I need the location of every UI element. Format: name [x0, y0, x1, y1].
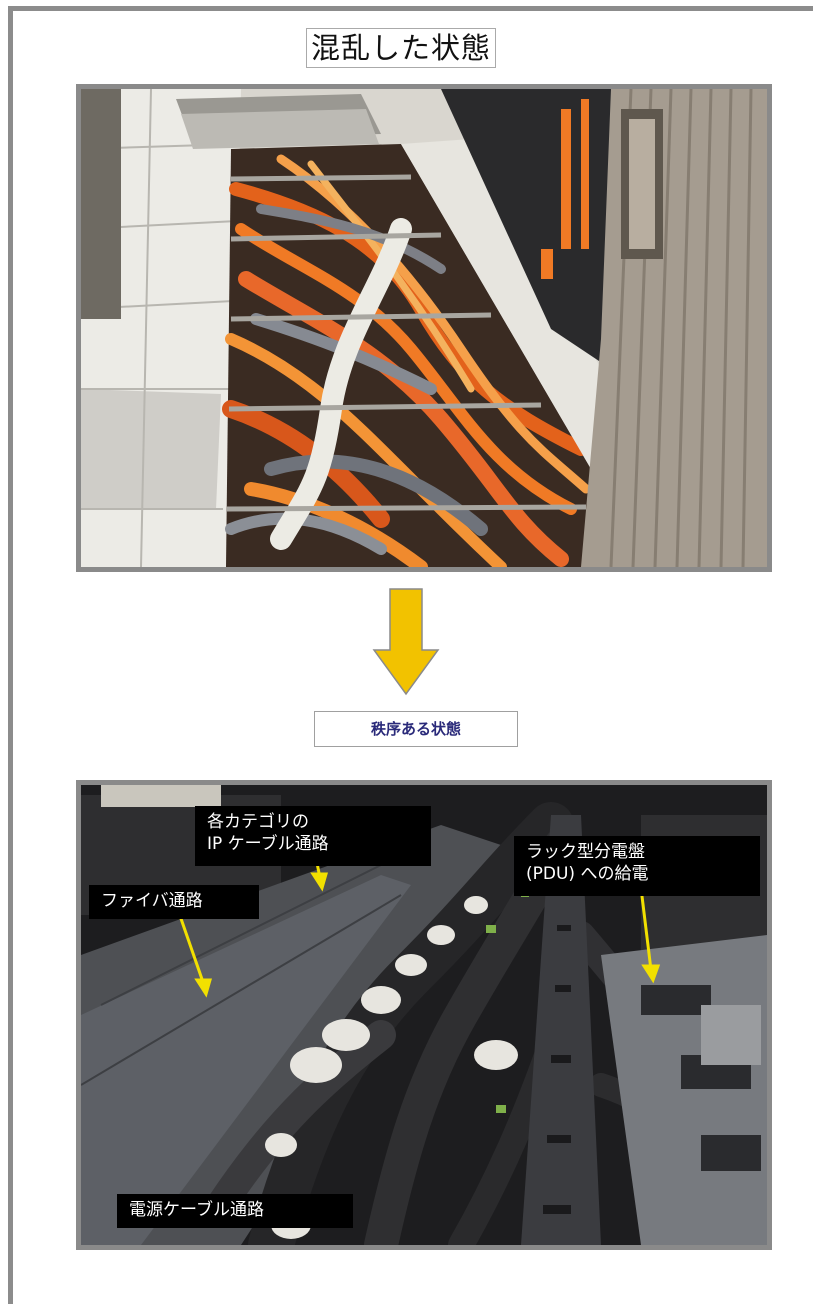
down-arrow-icon — [372, 588, 440, 696]
order-title: 秩序ある状態 — [314, 711, 518, 747]
ip-cable-path-label: 各カテゴリの IP ケーブル通路 — [195, 806, 431, 866]
pdu-feed-label: ラック型分電盤 (PDU) への給電 — [514, 836, 760, 896]
power-cable-path-label: 電源ケーブル通路 — [117, 1194, 353, 1228]
fiber-path-label: ファイバ通路 — [89, 885, 259, 919]
messy-cabling-photo — [76, 84, 772, 572]
slide-frame — [8, 6, 813, 1304]
messy-cabling-illustration — [81, 89, 767, 567]
chaos-title: 混乱した状態 — [306, 28, 497, 68]
